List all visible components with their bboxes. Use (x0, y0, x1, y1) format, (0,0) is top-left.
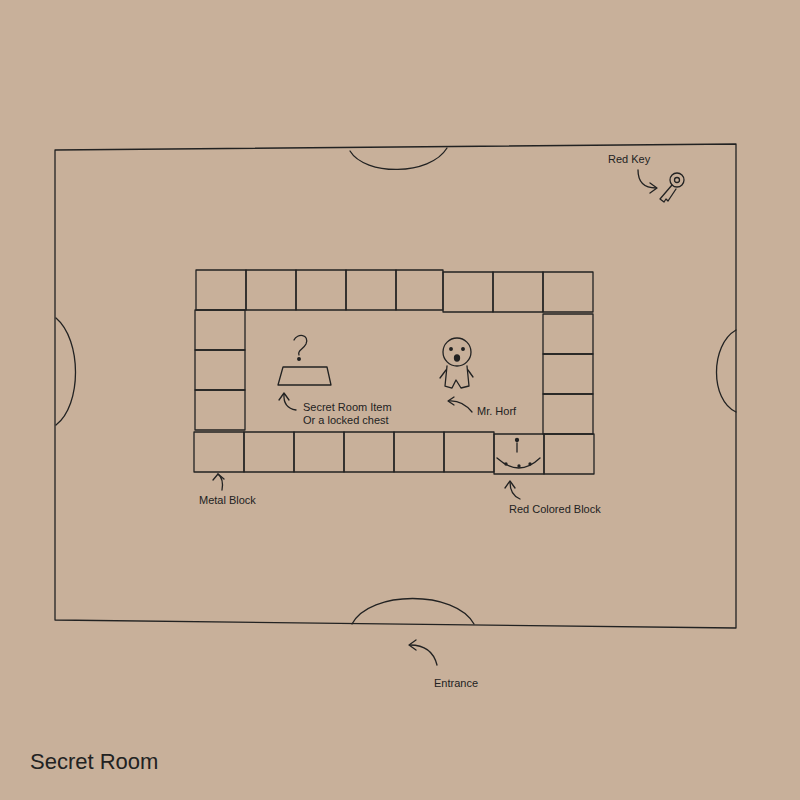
horf-arms (440, 370, 473, 378)
arrow-head (448, 397, 454, 405)
metal-block (244, 432, 294, 472)
horf-mouth (455, 355, 460, 361)
horf-eye (462, 348, 465, 351)
horf-head (443, 338, 471, 366)
arrow-head (213, 474, 224, 480)
door (350, 148, 447, 169)
metal-block (195, 310, 245, 350)
callout-label: Mr. Horf (477, 405, 516, 418)
metal-block (246, 270, 296, 310)
key-shaft (660, 185, 676, 202)
arrow-head (650, 183, 657, 193)
metal-block (544, 434, 594, 474)
callout-label: Entrance (434, 677, 478, 690)
callout-label: Red Colored Block (509, 503, 601, 516)
question-dot (298, 358, 301, 361)
dot (529, 463, 531, 465)
metal-block (346, 270, 396, 310)
metal-blocks (194, 270, 594, 474)
door (56, 318, 76, 425)
dot (505, 463, 507, 465)
horf-eye (450, 348, 453, 351)
metal-block (196, 270, 246, 310)
arrow-head (409, 640, 416, 650)
metal-block (543, 314, 593, 354)
metal-block (195, 390, 245, 430)
diagram-title: Secret Room (30, 749, 158, 775)
metal-block (443, 272, 493, 312)
metal-block (543, 272, 593, 312)
red-colored-block (494, 434, 544, 474)
metal-block (195, 350, 245, 390)
callout-label: Metal Block (199, 494, 256, 507)
question-mark (294, 335, 307, 355)
bowl-mark (497, 458, 540, 468)
entrance-door (352, 599, 474, 625)
metal-block (543, 394, 593, 434)
horf-body (445, 366, 469, 388)
metal-block (296, 270, 346, 310)
metal-block (394, 432, 444, 472)
red-block-mark (497, 439, 540, 469)
mr-horf-figure (440, 338, 473, 388)
exclaim-mark (516, 443, 517, 452)
leader-line (449, 401, 472, 412)
dot (518, 465, 520, 467)
pedestal (278, 367, 331, 385)
callout-label: Secret Room Item Or a locked chest (303, 401, 398, 427)
red-key-icon (660, 173, 684, 202)
item-pedestal (278, 335, 331, 385)
callout-label: Red Key (608, 153, 650, 166)
metal-block (396, 270, 443, 310)
leader-arrows (213, 170, 657, 665)
metal-block (444, 432, 494, 472)
metal-block (493, 272, 543, 312)
key-hole (675, 178, 680, 183)
arrow-head (505, 481, 515, 488)
leader-line (510, 482, 520, 499)
exclaim-dot (516, 439, 519, 442)
metal-block (294, 432, 344, 472)
arrow-head (279, 393, 289, 400)
metal-block (344, 432, 394, 472)
room-wall (55, 144, 736, 628)
metal-block (194, 432, 244, 472)
door (717, 330, 737, 412)
metal-block (543, 354, 593, 394)
